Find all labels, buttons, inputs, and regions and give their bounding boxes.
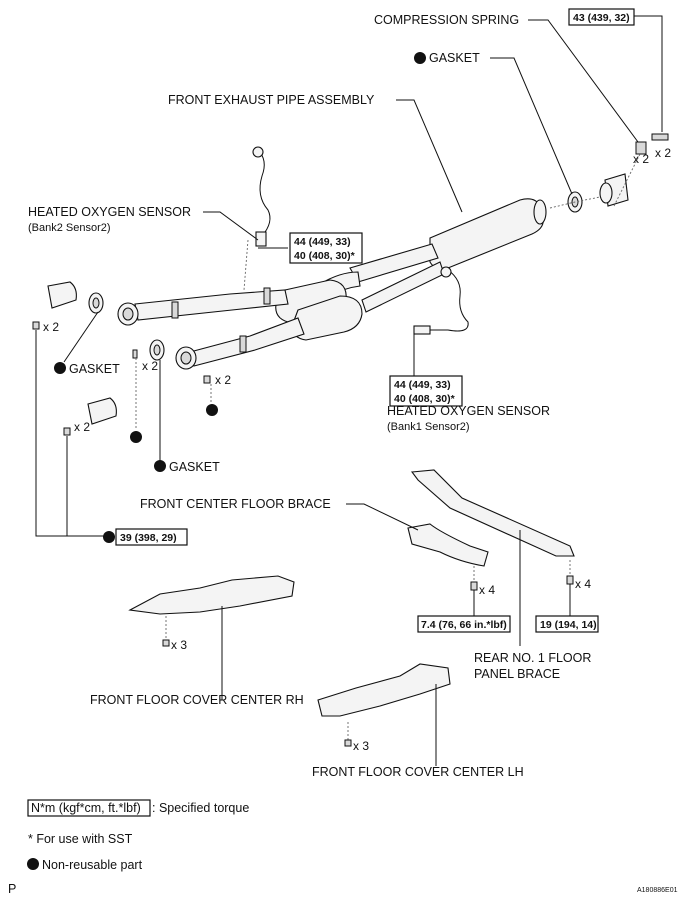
label-floor-cover-lh: FRONT FLOOR COVER CENTER LH [312, 765, 524, 779]
torque-box-43 [568, 8, 635, 26]
nonreusable-marker-icon [206, 404, 218, 416]
qty-cover-lh: x 3 [353, 739, 369, 753]
label-hos-bank2-sub: (Bank2 Sensor2) [28, 222, 111, 234]
left-manifold-drawing [32, 281, 211, 436]
label-hos-bank1: HEATED OXYGEN SENSOR [387, 404, 550, 418]
nonreusable-marker-icon [103, 531, 115, 543]
floor-cover-lh-drawing [317, 663, 451, 747]
qty-cover-rh: x 3 [171, 638, 187, 652]
label-gasket-top: GASKET [429, 51, 480, 65]
label-rear-brace-line1: REAR NO. 1 FLOOR [474, 651, 591, 665]
torque-44-bottom-text: 44 (449, 33) [394, 379, 451, 391]
oxygen-sensor-bank1-drawing [413, 266, 469, 335]
nonreusable-legend-icon [27, 858, 39, 870]
qty-nut-left: x 2 [43, 320, 59, 334]
label-rear-brace-line2: PANEL BRACE [474, 667, 560, 681]
front-center-floor-brace-drawing [407, 523, 489, 591]
torque-box-74 [417, 615, 511, 633]
torque-40-bottom-text: 40 (408, 30)* [394, 393, 456, 405]
torque-39-text: 39 (398, 29) [120, 532, 177, 544]
nonreusable-marker-icon [154, 460, 166, 472]
label-hos-bank1-sub: (Bank1 Sensor2) [387, 421, 470, 433]
qty-stud: x 2 [142, 359, 158, 373]
torque-box-44-bottom [389, 375, 463, 407]
nonreusable-marker-icon [130, 431, 142, 443]
label-hos-bank2: HEATED OXYGEN SENSOR [28, 205, 191, 219]
label-front-center-floor-brace: FRONT CENTER FLOOR BRACE [140, 497, 331, 511]
torque-box-19 [535, 615, 599, 633]
qty-brace-a: x 4 [479, 583, 495, 597]
qty-nut-mid: x 2 [215, 373, 231, 387]
nonreusable-marker-icon [54, 362, 66, 374]
torque-19-text: 19 (194, 14) [540, 619, 597, 631]
front-exhaust-pipe-drawing [117, 198, 547, 370]
rear-flange-drawing [549, 133, 669, 213]
qty-spring: x 2 [633, 152, 649, 166]
label-gasket-bottom: GASKET [169, 460, 220, 474]
legend-unit-box [27, 799, 151, 817]
legend-sst-note: * For use with SST [28, 832, 133, 846]
label-floor-cover-rh: FRONT FLOOR COVER CENTER RH [90, 693, 304, 707]
legend-unit-text: N*m (kgf*cm, ft.*lbf) [31, 801, 141, 815]
legend: N*m (kgf*cm, ft.*lbf) : Specified torque… [27, 799, 249, 872]
label-compression-spring: COMPRESSION SPRING [374, 13, 519, 27]
qty-nut-low: x 2 [74, 420, 90, 434]
label-gasket-left: GASKET [69, 362, 120, 376]
qty-brace-b: x 4 [575, 577, 591, 591]
torque-43-text: 43 (439, 32) [573, 12, 630, 24]
floor-cover-rh-drawing [128, 575, 295, 647]
legend-unit-desc: : Specified torque [152, 801, 249, 815]
torque-40-top-text: 40 (408, 30)* [294, 250, 356, 262]
legend-nonreusable: Non-reusable part [42, 858, 143, 872]
torque-box-39 [115, 528, 188, 546]
torque-74-text: 7.4 (76, 66 in.*lbf) [421, 619, 507, 631]
label-front-exhaust-pipe: FRONT EXHAUST PIPE ASSEMBLY [168, 93, 375, 107]
oxygen-sensor-bank2-drawing [252, 146, 271, 247]
qty-bolt: x 2 [655, 146, 671, 160]
footer-page-letter: P [8, 882, 16, 896]
torque-44-top-text: 44 (449, 33) [294, 236, 351, 248]
nonreusable-marker-icon [414, 52, 426, 64]
footer-figure-id: A180886E01 [637, 887, 678, 894]
rear-floor-panel-brace-drawing [410, 469, 575, 585]
torque-box-44-top [289, 232, 363, 264]
